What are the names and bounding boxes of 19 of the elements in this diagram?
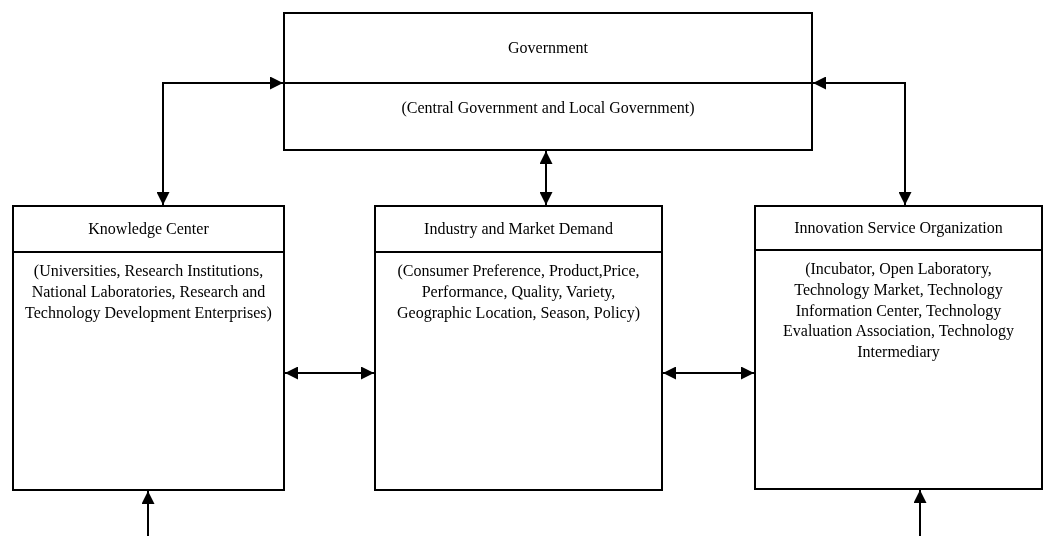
box-body-text: (Central Government and Local Government) [400,98,696,118]
double-arrow [662,366,755,380]
box-body-text: (Consumer Preference, Product,Price, Performance, Quality, Variety, Geographic Location, Season, Policy) [395,261,641,324]
double-arrow [156,76,284,206]
box-heading: Industry and Market Demand [424,219,613,239]
box-body-text: (Incubator, Open Laboratory, Technology Market, Technology Information Center, Technology Evaluation Association, Technology Intermediary [782,259,1015,363]
double-arrow [539,150,553,206]
double-arrow [284,366,375,380]
process-box [374,205,663,491]
box-heading: Innovation Service Organization [794,218,1003,238]
process-box [283,12,813,151]
box-heading: Government [508,38,588,58]
box-heading: Knowledge Center [88,219,209,239]
double-arrow [913,489,927,536]
double-arrow [812,76,912,206]
box-body-text: (Universities, Research Institutions, National Laboratories, Research and Technology Development Enterprises) [24,261,273,324]
process-box [754,205,1043,490]
double-arrow [141,490,155,536]
process-box [12,205,285,491]
